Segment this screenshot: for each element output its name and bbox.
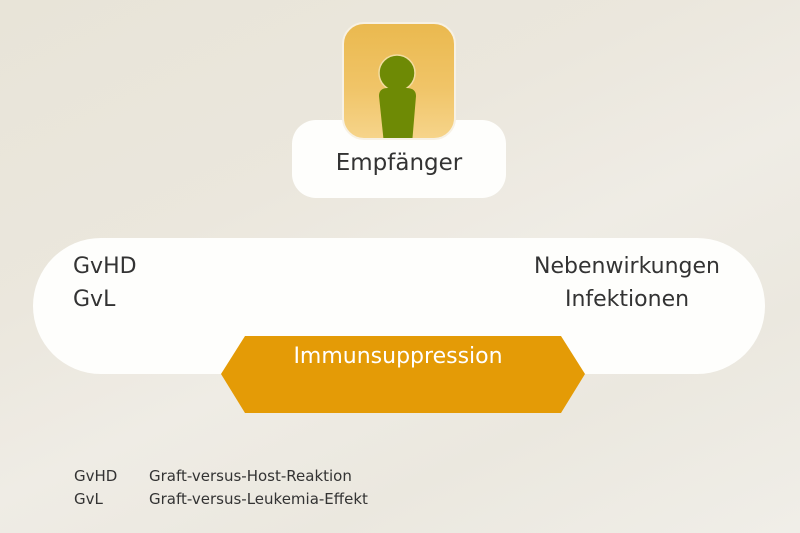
outcome-infections: Infektionen [564,287,690,312]
legend-abbr: GvHD [74,467,118,485]
outcome-side-effects: Nebenwirkungen [534,254,720,279]
outcome-gvhd: GvHD [73,254,137,279]
recipient-icon-box [342,22,456,140]
abbreviation-legend: GvHD Graft-versus-Host-Reaktion GvL Graf… [74,465,368,511]
outcome-gvl: GvL [73,287,116,312]
left-outcomes: GvHD GvL [73,250,137,316]
legend-meaning: Graft-versus-Leukemia-Effekt [149,490,368,508]
right-outcomes: Nebenwirkungen Infektionen [534,250,720,316]
recipient-label: Empfänger [335,150,463,176]
legend-meaning: Graft-versus-Host-Reaktion [149,467,352,485]
legend-row: GvL Graft-versus-Leukemia-Effekt [74,488,368,511]
immunosuppression-hexagon [221,336,585,413]
person-icon [378,54,416,138]
immunosuppression-label: Immunsuppression [293,344,503,369]
legend-row: GvHD Graft-versus-Host-Reaktion [74,465,368,488]
legend-abbr: GvL [74,490,103,508]
